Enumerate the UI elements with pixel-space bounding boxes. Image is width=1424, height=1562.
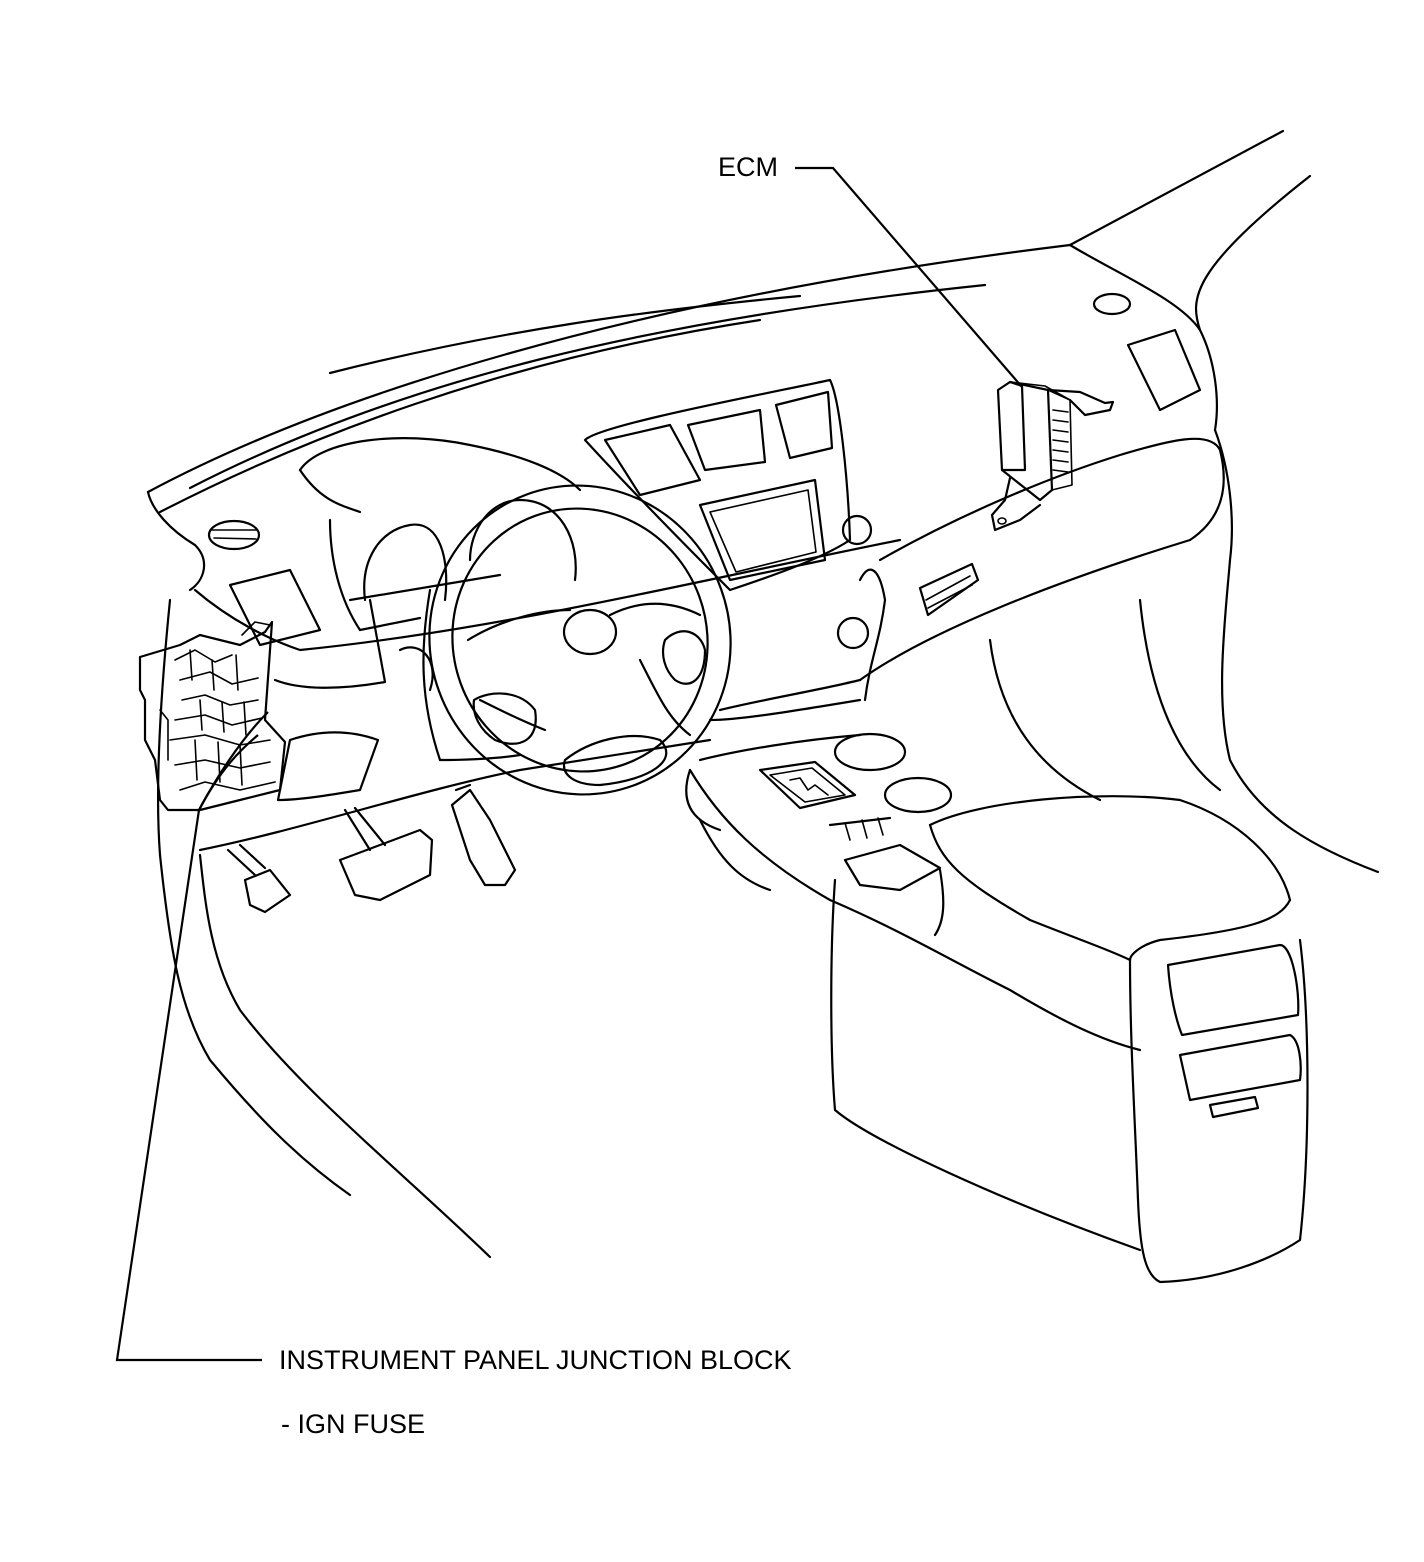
junction-block-leader-line: [115, 734, 262, 1362]
instrument-panel-junction-block-label: INSTRUMENT PANEL JUNCTION BLOCK: [279, 1345, 792, 1375]
steering-wheel: [422, 484, 732, 796]
pedals: [226, 783, 517, 914]
center-console: [685, 732, 1309, 1284]
dashboard-outline: [146, 129, 1380, 874]
instrument-cluster: [298, 437, 582, 632]
ign-fuse-label: - IGN FUSE: [281, 1409, 426, 1439]
left-dash-panel: [156, 519, 862, 1259]
junction-block-drawing: [138, 620, 287, 812]
callout-leaders: [115, 166, 1023, 1362]
ecm-label: ECM: [718, 152, 778, 182]
ecm-unit-drawing: [990, 380, 1115, 532]
center-stack: [583, 378, 887, 702]
ecm-leader-line: [795, 166, 1023, 388]
